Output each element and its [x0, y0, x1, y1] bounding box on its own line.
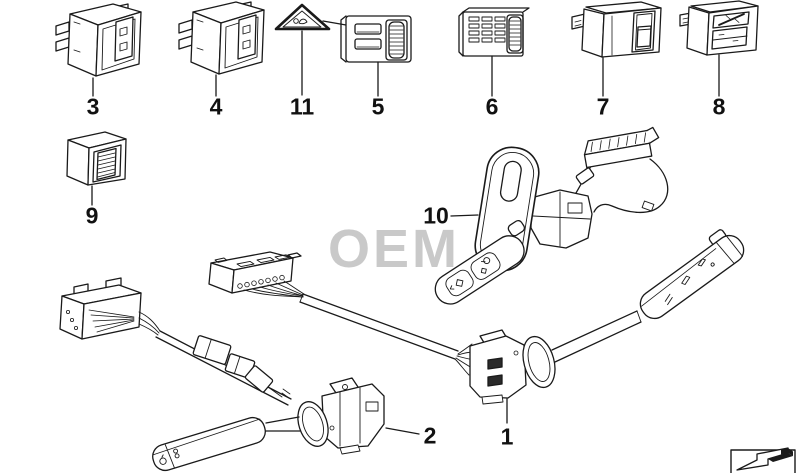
- mounting-plate: [474, 146, 540, 272]
- part-callout-1: 1: [500, 423, 514, 450]
- rocker-switch-icon: [55, 3, 142, 77]
- part-callout-4: 4: [209, 93, 223, 120]
- cruise-buttons-icon: [449, 257, 491, 290]
- part-callout-9: 9: [85, 202, 99, 229]
- lamp-symbol: [718, 13, 745, 26]
- rocker-switch-lamp-icon: [679, 0, 759, 56]
- connector-pins: [66, 309, 135, 333]
- thumbwheel-ribs: [389, 25, 404, 55]
- cruise-stalk-handle: [434, 219, 526, 305]
- part-callout-3: 3: [86, 93, 100, 120]
- part-callout-10: 10: [423, 202, 449, 229]
- connector-slots: [214, 254, 291, 268]
- louvered-switch-icon: [458, 7, 530, 57]
- part-callout-11: 11: [289, 93, 315, 120]
- part-callout-8: 8: [712, 93, 726, 120]
- turn-signal-stalk-assembly-icon: [59, 277, 385, 472]
- watermark: OEM: [328, 219, 461, 279]
- leader-line-10: [450, 214, 479, 217]
- inline-connectors: [192, 335, 291, 399]
- thumbwheel-ribs: [509, 20, 521, 46]
- connector-pin-holes: [237, 274, 285, 289]
- louver-slots: [468, 16, 506, 43]
- rocker-switch-icon: [178, 1, 265, 75]
- harness-connector-icon: [583, 126, 660, 169]
- leader-line-2: [385, 427, 420, 435]
- warning-triangle-icon: [274, 3, 347, 96]
- cable-sleeve: [575, 167, 595, 185]
- page-turn-arrow-icon: [730, 447, 796, 473]
- slider-switch-icon: [571, 1, 662, 58]
- mounting-ring: [522, 335, 556, 389]
- push-button-switch-icon: [340, 15, 412, 63]
- mounting-ring: [297, 401, 329, 447]
- part-callout-2: 2: [423, 422, 437, 449]
- stalk-tip-icons: [159, 448, 180, 465]
- cruise-control-stalk-icon: [434, 126, 669, 305]
- wiper-symbols-icon: [664, 258, 715, 306]
- part-callout-7: 7: [596, 93, 610, 120]
- stalk-handle: [152, 416, 266, 472]
- part-callout-6: 6: [485, 93, 499, 120]
- part-callout-5: 5: [371, 93, 385, 120]
- thumbwheel-ribs: [97, 152, 116, 178]
- stalk-handle: [639, 229, 745, 320]
- thumbwheel-dimmer-icon: [66, 131, 127, 186]
- wiper-stalk-assembly-icon: [208, 229, 745, 405]
